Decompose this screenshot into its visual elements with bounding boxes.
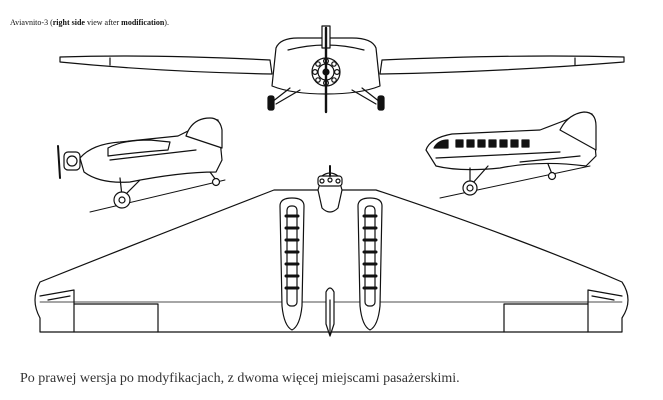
aircraft-drawing-figure: Aviavnito-3 (right side view after modif…: [10, 18, 629, 337]
left-side-view: [57, 117, 226, 213]
front-view: [59, 25, 625, 114]
top-view: [34, 165, 629, 337]
figure-caption: Aviavnito-3 (right side view after modif…: [10, 18, 169, 27]
image-caption: Po prawej wersja po modyfikacjach, z dwo…: [20, 371, 460, 386]
right-side-view: [425, 111, 597, 199]
